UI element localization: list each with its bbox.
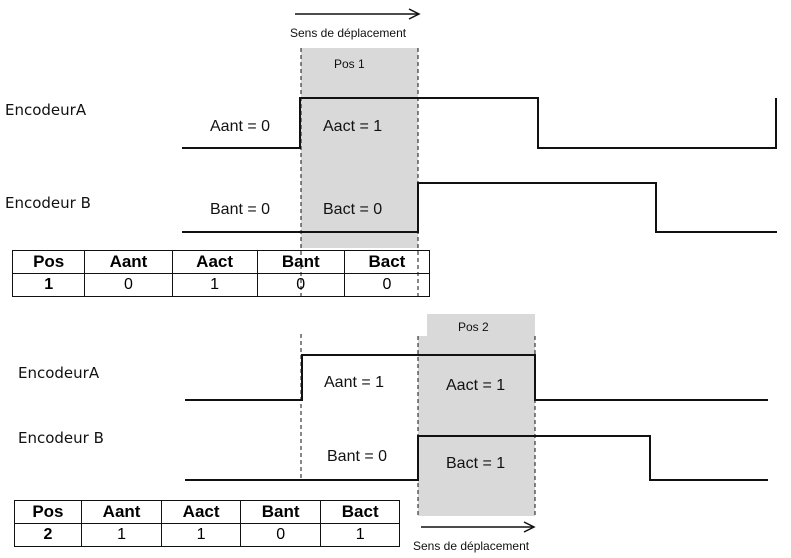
pos2-b-prev: Bant = 0: [327, 448, 387, 465]
table-row: 1 0 1 0 0: [11, 273, 431, 297]
pos1-encoder-a-label: EncodeurA: [5, 101, 87, 119]
pos2-a-prev: Aant = 1: [324, 374, 384, 391]
table-cell: 0: [84, 273, 173, 297]
direction-label-top: Sens de déplacement: [290, 26, 407, 40]
table-cell: 1: [80, 523, 163, 547]
table-cell: 0: [256, 273, 345, 297]
pos2-shaded-region: [418, 336, 535, 516]
pos1-encoder-b-label: Encodeur B: [5, 194, 91, 212]
arrowhead-icon: [523, 521, 536, 533]
pos2-label-box: [427, 314, 535, 336]
table-cell: 2: [14, 523, 82, 547]
table-header-cell: Bant: [256, 250, 345, 274]
table-cell: 1: [11, 273, 86, 297]
pos1-a-prev: Aant = 0: [210, 118, 270, 135]
pos1-table: Pos Aant Aact Bant Bact 1 0 1 0 0: [11, 250, 431, 297]
pos2-b-curr: Bact = 1: [446, 455, 505, 472]
table-cell: 0: [239, 523, 322, 547]
pos1-a-curr: Aact = 1: [323, 118, 382, 135]
table-row: 2 1 1 0 1: [14, 523, 400, 547]
pos2-encoder-b-signal: [185, 435, 768, 481]
table-cell: 1: [320, 523, 400, 547]
pos2-label: Pos 2: [458, 320, 489, 334]
table-header-cell: Aant: [80, 500, 163, 524]
pos2-a-curr: Aact = 1: [446, 377, 505, 394]
table-header-cell: Aact: [161, 500, 241, 524]
pos1-b-curr: Bact = 0: [323, 201, 382, 218]
pos2-encoder-b-label: Encodeur B: [18, 429, 104, 447]
pos2-encoder-a-signal: [185, 354, 768, 401]
pos1-encoder-a-signal: [182, 97, 777, 149]
table-cell: 1: [171, 273, 258, 297]
pos2-encoder-a-label: EncodeurA: [18, 364, 100, 382]
pos1-label: Pos 1: [334, 57, 365, 71]
table-header-cell: Aant: [84, 250, 173, 274]
table-header-cell: Bact: [343, 250, 431, 274]
table-header-row: Pos Aant Aact Bant Bact: [14, 500, 400, 524]
pos1-encoder-b-signal: [182, 182, 777, 233]
table-header-cell: Pos: [11, 250, 86, 274]
arrowhead-icon: [408, 8, 421, 20]
pos1-b-prev: Bant = 0: [210, 201, 270, 218]
pos2-table: Pos Aant Aact Bant Bact 2 1 1 0 1: [14, 500, 400, 547]
pos1-shaded-region: [301, 48, 418, 248]
table-header-row: Pos Aant Aact Bant Bact: [11, 250, 431, 274]
table-header-cell: Bant: [239, 500, 322, 524]
table-cell: 1: [161, 523, 241, 547]
direction-label-bottom: Sens de déplacement: [413, 539, 530, 553]
table-header-cell: Aact: [171, 250, 258, 274]
table-header-cell: Pos: [14, 500, 82, 524]
table-cell: 0: [343, 273, 431, 297]
table-header-cell: Bact: [320, 500, 400, 524]
